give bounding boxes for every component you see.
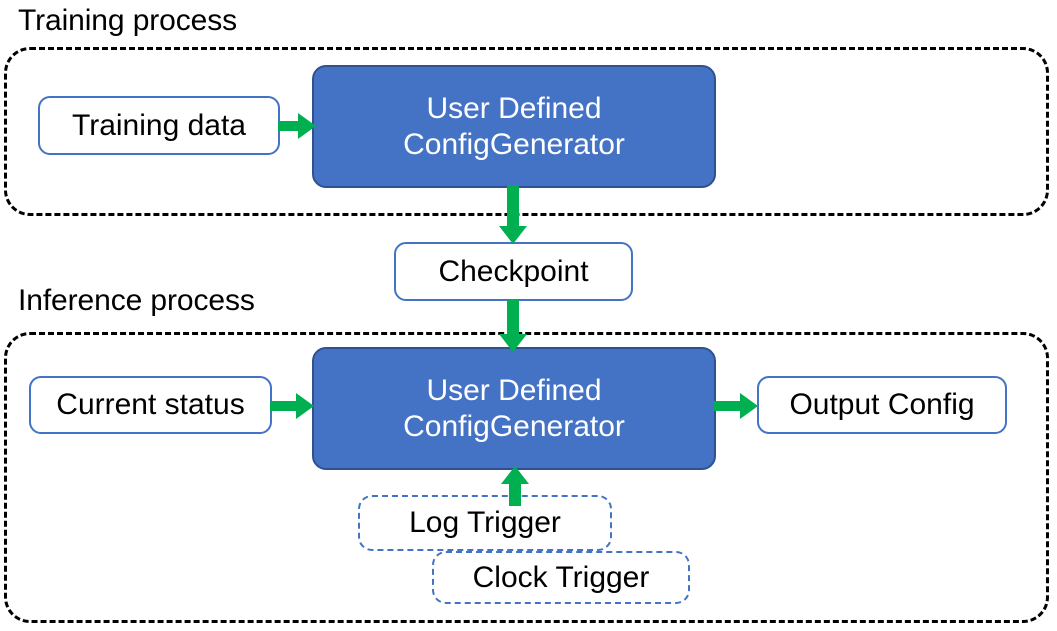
- node-checkpoint[interactable]: Checkpoint: [394, 242, 633, 301]
- arrow-current-status-to-generator: [270, 391, 316, 421]
- node-generator-training-text: User Defined ConfigGenerator: [403, 91, 625, 163]
- node-output-config[interactable]: Output Config: [757, 376, 1007, 434]
- node-clock-trigger[interactable]: Clock Trigger: [432, 551, 690, 604]
- node-generator-training-line2: ConfigGenerator: [403, 127, 625, 161]
- node-user-defined-configgenerator-training[interactable]: User Defined ConfigGenerator: [312, 65, 716, 188]
- node-current-status-label: Current status: [56, 388, 245, 421]
- process-container-training: [4, 47, 1049, 216]
- node-user-defined-configgenerator-inference[interactable]: User Defined ConfigGenerator: [312, 347, 716, 470]
- arrow-generator-to-checkpoint: [498, 186, 528, 246]
- node-training-data[interactable]: Training data: [38, 96, 280, 155]
- node-training-data-label: Training data: [72, 108, 246, 142]
- node-current-status[interactable]: Current status: [29, 376, 272, 434]
- node-clock-trigger-label: Clock Trigger: [472, 560, 650, 594]
- node-generator-inference-line2: ConfigGenerator: [403, 409, 625, 443]
- node-generator-inference-line1: User Defined: [426, 373, 602, 407]
- node-output-config-label: Output Config: [789, 388, 975, 421]
- arrow-checkpoint-to-generator: [498, 299, 528, 354]
- arrow-generator-to-output-config: [714, 391, 760, 421]
- node-generator-inference-text: User Defined ConfigGenerator: [403, 373, 625, 445]
- node-generator-training-line1: User Defined: [426, 91, 602, 125]
- section-caption-inference: Inference process: [18, 284, 255, 317]
- node-checkpoint-label: Checkpoint: [438, 254, 589, 288]
- node-log-trigger[interactable]: Log Trigger: [358, 495, 612, 551]
- process-container-inference: [4, 332, 1049, 623]
- node-log-trigger-label: Log Trigger: [409, 506, 561, 539]
- arrow-triggers-to-generator: [500, 466, 530, 506]
- section-caption-training: Training process: [18, 4, 238, 37]
- arrow-training-data-to-generator: [278, 111, 318, 141]
